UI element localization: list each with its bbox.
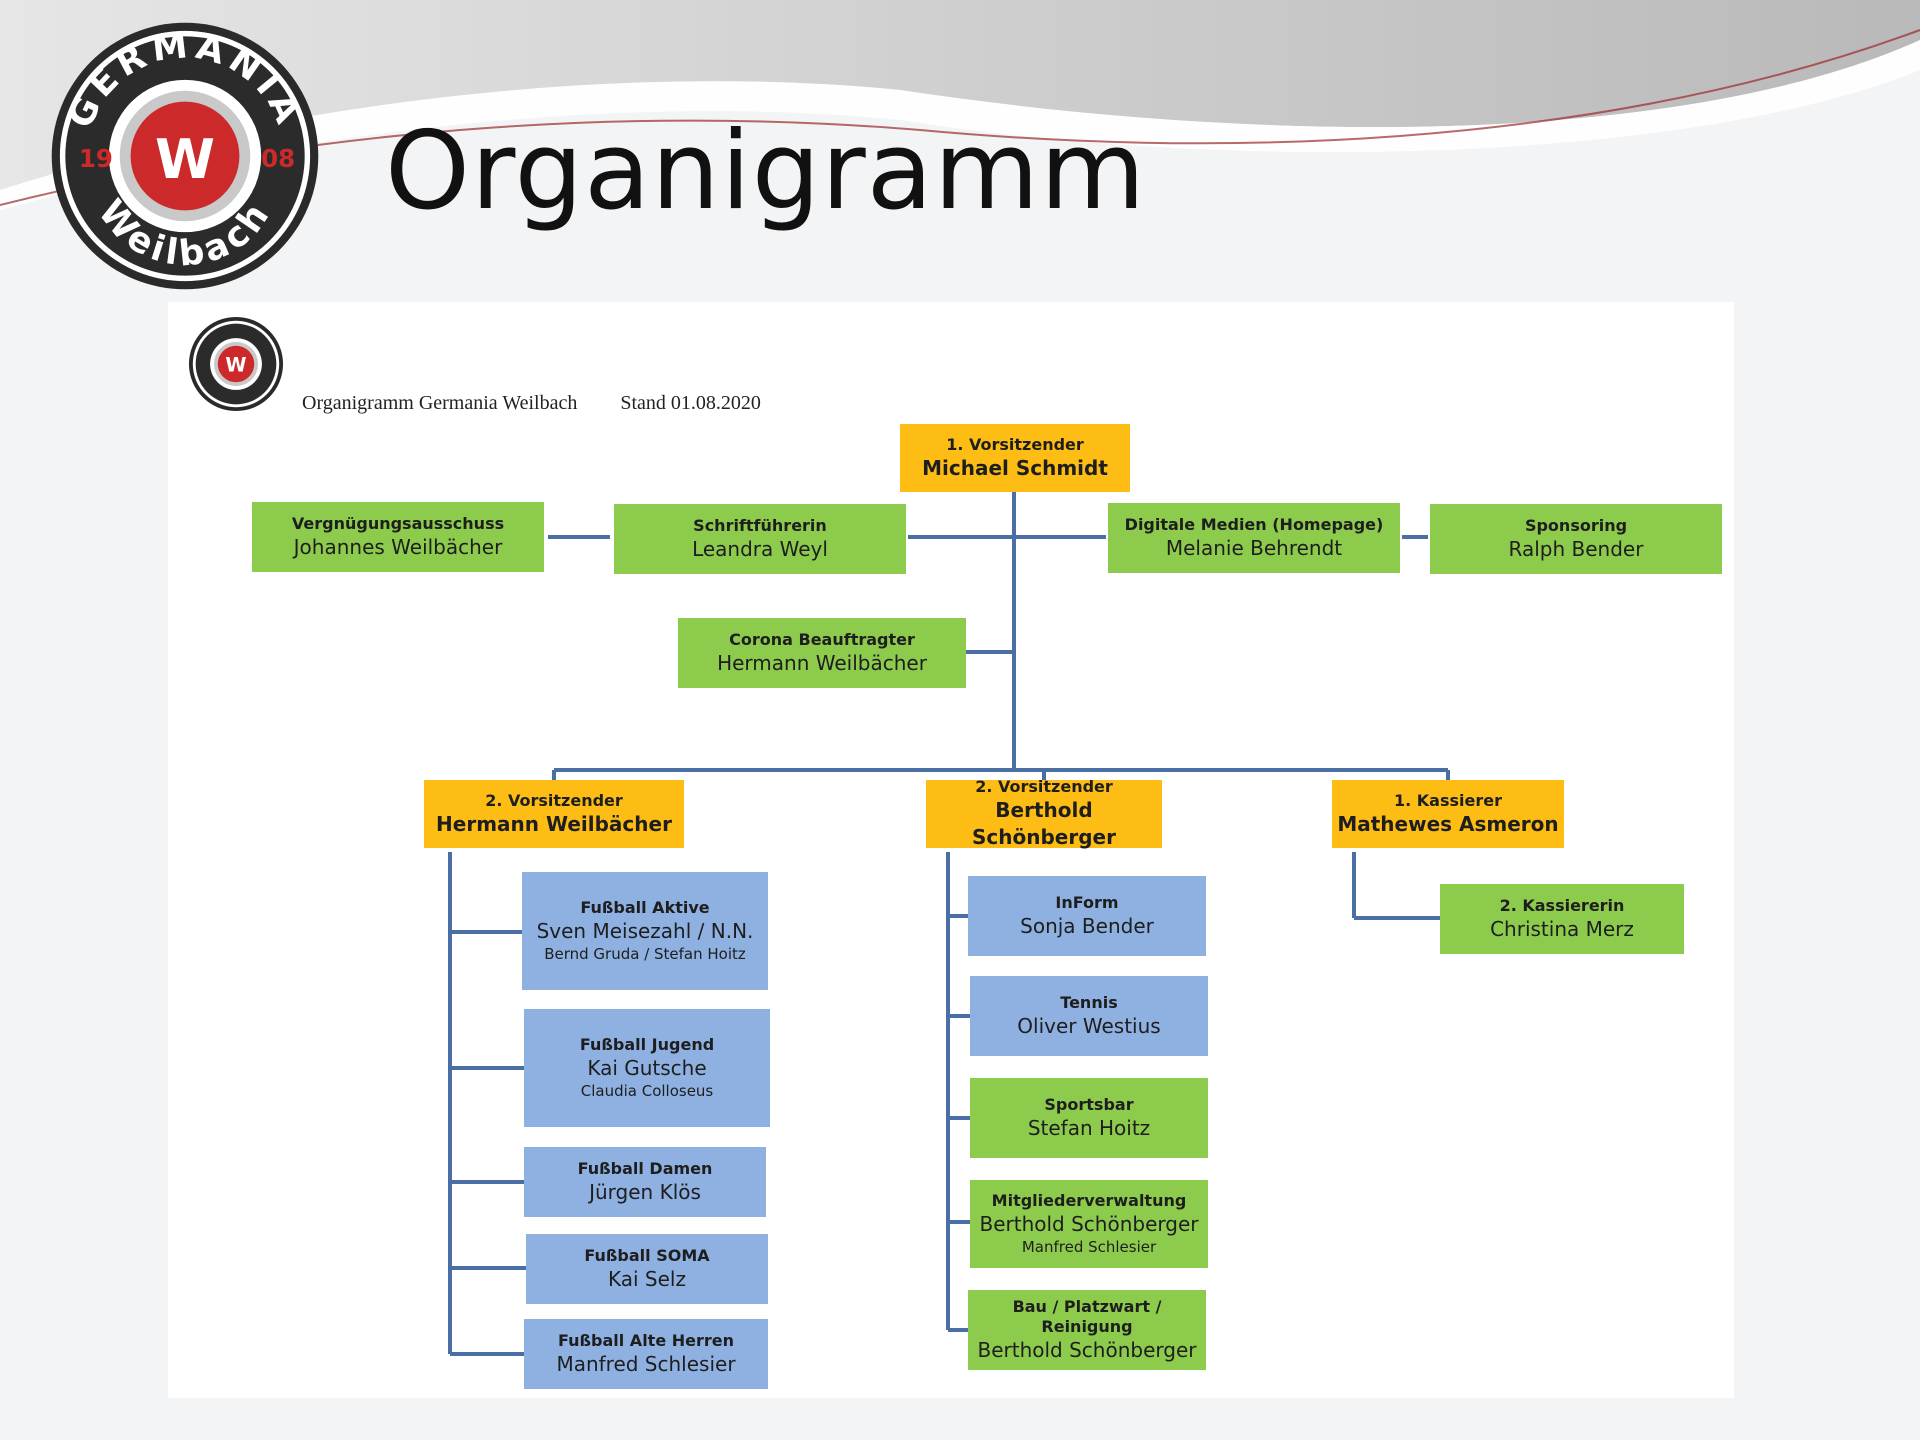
- logo-year-right: 08: [261, 144, 295, 173]
- department-name: Oliver Westius: [1017, 1013, 1161, 1038]
- department-role: Fußball Aktive: [580, 898, 710, 918]
- department-role: Fußball SOMA: [584, 1245, 710, 1265]
- department-box: Fußball Aktive Sven Meisezahl / N.N. Ber…: [522, 872, 768, 990]
- staff-box: Digitale Medien (Homepage) Melanie Behre…: [1108, 503, 1400, 573]
- department-name: Stefan Hoitz: [1027, 1115, 1151, 1140]
- department-box: Bau / Platzwart / Reinigung Berthold Sch…: [968, 1290, 1206, 1370]
- department-name: Jürgen Klös: [589, 1179, 701, 1204]
- department-name: Kai Selz: [608, 1266, 686, 1291]
- department-role: Bau / Platzwart / Reinigung: [1012, 1296, 1162, 1336]
- department-box: InForm Sonja Bender: [968, 876, 1206, 956]
- germania-weilbach-crest-icon: W GERMANIA Weilbach 19 08: [51, 22, 319, 290]
- department-role: InForm: [1055, 892, 1119, 912]
- chart-header-title: Organigramm Germania Weilbach: [302, 392, 578, 414]
- chair-name: Michael Schmidt: [922, 455, 1108, 480]
- corona-role: Corona Beauftragter: [729, 629, 915, 649]
- staff-box: Vergnügungsausschuss Johannes Weilbächer: [252, 502, 544, 572]
- department-sub: Claudia Colloseus: [580, 1082, 714, 1101]
- staff-name: Leandra Weyl: [692, 536, 828, 561]
- vice1-box: 2. Vorsitzender Hermann Weilbächer: [424, 780, 684, 848]
- staff-role: Sponsoring: [1524, 515, 1628, 535]
- department-name: Sven Meisezahl / N.N.: [536, 919, 754, 944]
- logo-year-left: 19: [79, 144, 113, 173]
- club-logo: W GERMANIA Weilbach 19 08: [48, 20, 322, 292]
- department-box: Sportsbar Stefan Hoitz: [970, 1078, 1208, 1158]
- treasurer-box: 1. Kassierer Mathewes Asmeron: [1332, 780, 1564, 848]
- vice2-role: 2. Vorsitzender: [975, 777, 1113, 796]
- department-name: Berthold Schönberger: [977, 1337, 1197, 1362]
- chart-header-date: Stand 01.08.2020: [620, 392, 761, 414]
- department-name: Sonja Bender: [1020, 913, 1154, 938]
- svg-text:W: W: [225, 354, 246, 377]
- department-box: Fußball Alte Herren Manfred Schlesier: [524, 1319, 768, 1389]
- department-role: Fußball Damen: [577, 1158, 713, 1178]
- department-box: Fußball Jugend Kai Gutsche Claudia Collo…: [524, 1009, 770, 1127]
- staff-role: Digitale Medien (Homepage): [1124, 514, 1384, 534]
- staff-role: Vergnügungsausschuss: [291, 513, 505, 533]
- department-sub: Bernd Gruda / Stefan Hoitz: [544, 945, 746, 964]
- staff-role: Schriftführerin: [693, 515, 827, 535]
- corona-name: Hermann Weilbächer: [717, 650, 927, 675]
- germania-weilbach-crest-icon: W: [188, 316, 284, 412]
- department-sub: Manfred Schlesier: [1021, 1238, 1157, 1257]
- department-role: Tennis: [1060, 992, 1118, 1012]
- vice2-box: 2. Vorsitzender Berthold Schönberger: [926, 777, 1162, 849]
- staff-name: Melanie Behrendt: [1165, 535, 1343, 560]
- department-role: Fußball Alte Herren: [557, 1330, 735, 1350]
- department-box: Fußball Damen Jürgen Klös: [524, 1147, 766, 1217]
- vice1-role: 2. Vorsitzender: [485, 790, 623, 810]
- treasurer-name: Mathewes Asmeron: [1337, 811, 1559, 836]
- staff-name: Ralph Bender: [1508, 536, 1644, 561]
- chart-logo: W: [188, 316, 284, 412]
- page-title: Organigramm: [385, 109, 1147, 234]
- department-role: Fußball Jugend: [579, 1035, 715, 1055]
- deputy-treasurer-name: Christina Merz: [1490, 916, 1634, 941]
- chair-box: 1. Vorsitzender Michael Schmidt: [900, 424, 1130, 492]
- staff-name: Johannes Weilbächer: [293, 534, 503, 559]
- deputy-treasurer-role: 2. Kassiererin: [1499, 895, 1625, 915]
- department-name: Kai Gutsche: [587, 1056, 707, 1081]
- department-role: Mitgliederverwaltung: [991, 1191, 1187, 1211]
- department-box: Mitgliederverwaltung Berthold Schönberge…: [970, 1180, 1208, 1268]
- department-box: Tennis Oliver Westius: [970, 976, 1208, 1056]
- department-role: Sportsbar: [1044, 1094, 1134, 1114]
- vice1-name: Hermann Weilbächer: [436, 811, 672, 836]
- department-name: Berthold Schönberger: [979, 1212, 1199, 1237]
- chart-header: Organigramm Germania Weilbach Stand 01.0…: [302, 392, 761, 415]
- chair-role: 1. Vorsitzender: [946, 434, 1084, 454]
- department-name: Manfred Schlesier: [556, 1351, 736, 1376]
- staff-box: Schriftführerin Leandra Weyl: [614, 504, 906, 574]
- department-box: Fußball SOMA Kai Selz: [526, 1234, 768, 1304]
- staff-box: Sponsoring Ralph Bender: [1430, 504, 1722, 574]
- svg-text:W: W: [155, 128, 215, 191]
- corona-box: Corona Beauftragter Hermann Weilbächer: [678, 618, 966, 688]
- deputy-treasurer-box: 2. Kassiererin Christina Merz: [1440, 884, 1684, 954]
- vice2-name: Berthold Schönberger: [972, 798, 1116, 849]
- treasurer-role: 1. Kassierer: [1394, 790, 1502, 810]
